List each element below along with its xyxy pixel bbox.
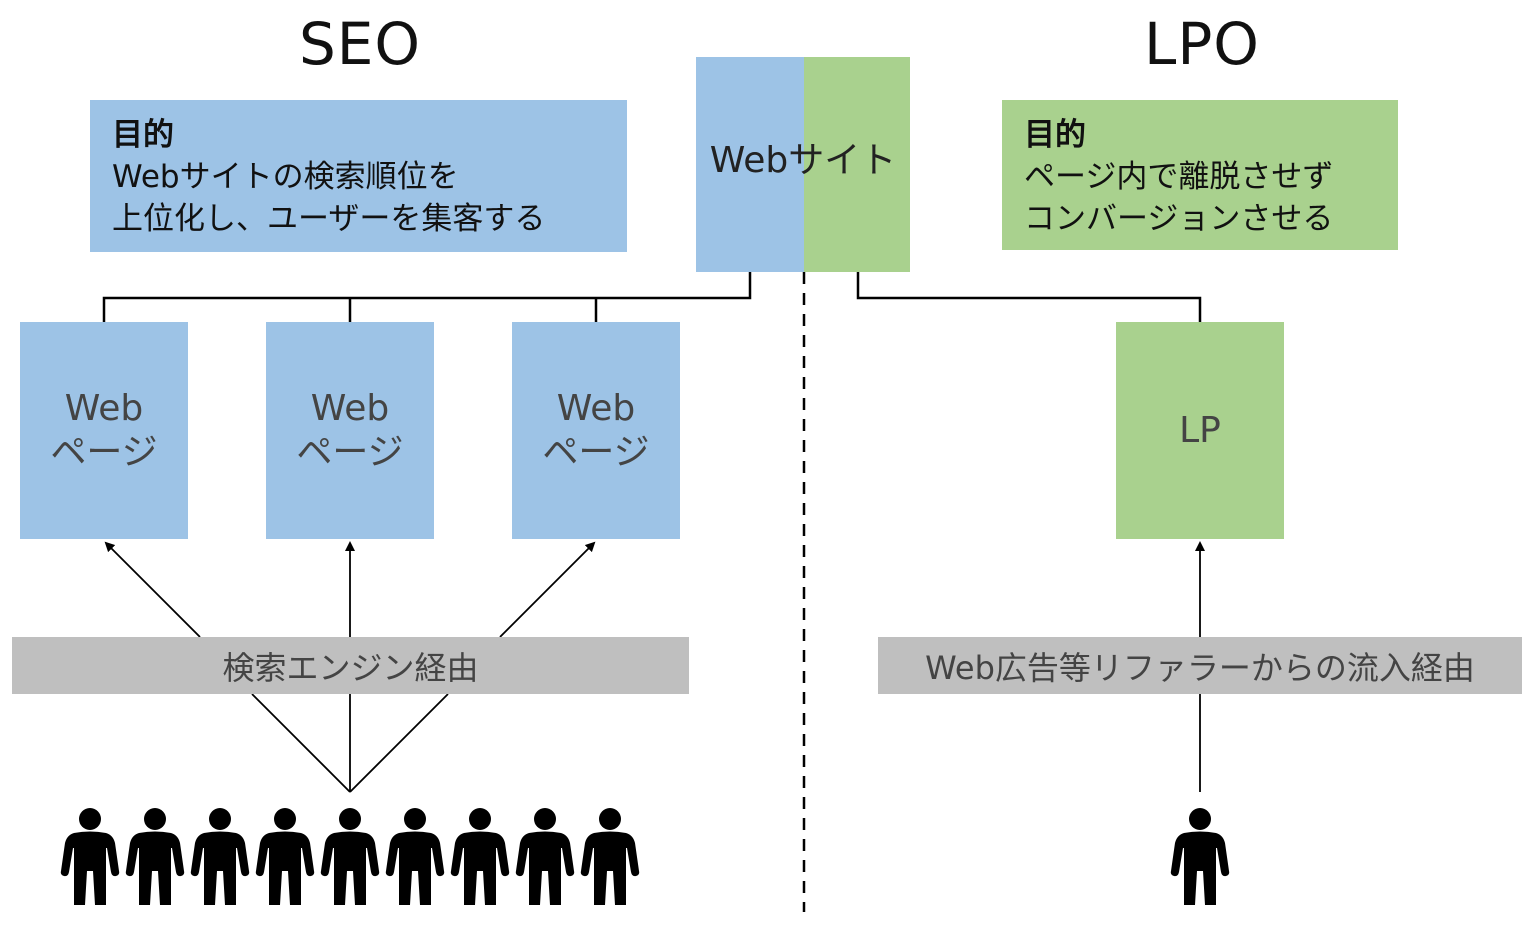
seo-heading: SEO [298,10,422,78]
seo-purpose-line: Webサイトの検索順位を [112,159,459,195]
lpo-source-label: Web広告等リファラーからの流入経由 [925,648,1475,687]
web-page-label: Web [64,387,144,429]
website-box: Webサイト [696,57,910,272]
seo-purpose-box: 目的 Webサイトの検索順位を 上位化し、ユーザーを集客する [90,100,627,252]
seo-arrow [104,541,201,638]
person-icon [580,808,640,905]
person-icon [1170,808,1230,905]
seo-purpose-line: 上位化し、ユーザーを集客する [112,201,546,237]
seo-web-page-box: Web ページ [512,322,680,539]
lpo-purpose-line: コンバージョンさせる [1024,201,1334,237]
web-page-label: ページ [296,431,404,473]
lpo-purpose-title: 目的 [1024,117,1086,153]
person-icon [125,808,185,905]
seo-source-label: 検索エンジン経由 [222,648,479,687]
seo-purpose-title: 目的 [112,117,174,153]
person-icon [255,808,315,905]
lpo-heading: LPO [1144,10,1260,78]
lpo-purpose-box: 目的 ページ内で離脱させず コンバージョンさせる [1002,100,1398,250]
web-page-label: ページ [50,431,158,473]
seo-fan-line [349,693,449,793]
person-icon [450,808,510,905]
lp-label: LP [1179,409,1221,451]
person-icon [60,808,120,905]
person-icon [385,808,445,905]
seo-source-bar: 検索エンジン経由 [12,637,689,694]
seo-tree-connector [102,272,752,322]
lpo-source-bar: Web広告等リファラーからの流入経由 [878,637,1522,694]
lp-box: LP [1116,322,1284,539]
person-icon [320,808,380,905]
person-icon [515,808,575,905]
website-label: Webサイト [709,140,897,181]
seo-fan-line [251,693,351,793]
lpo-purpose-line: ページ内で離脱させず [1024,159,1334,195]
lpo-tree-connector [856,272,1202,322]
seo-web-page-box: Web ページ [266,322,434,539]
web-page-label: Web [310,387,390,429]
seo-arrow [499,541,596,638]
web-page-label: Web [556,387,636,429]
web-page-label: ページ [542,431,650,473]
person-icon [190,808,250,905]
seo-web-page-box: Web ページ [20,322,188,539]
